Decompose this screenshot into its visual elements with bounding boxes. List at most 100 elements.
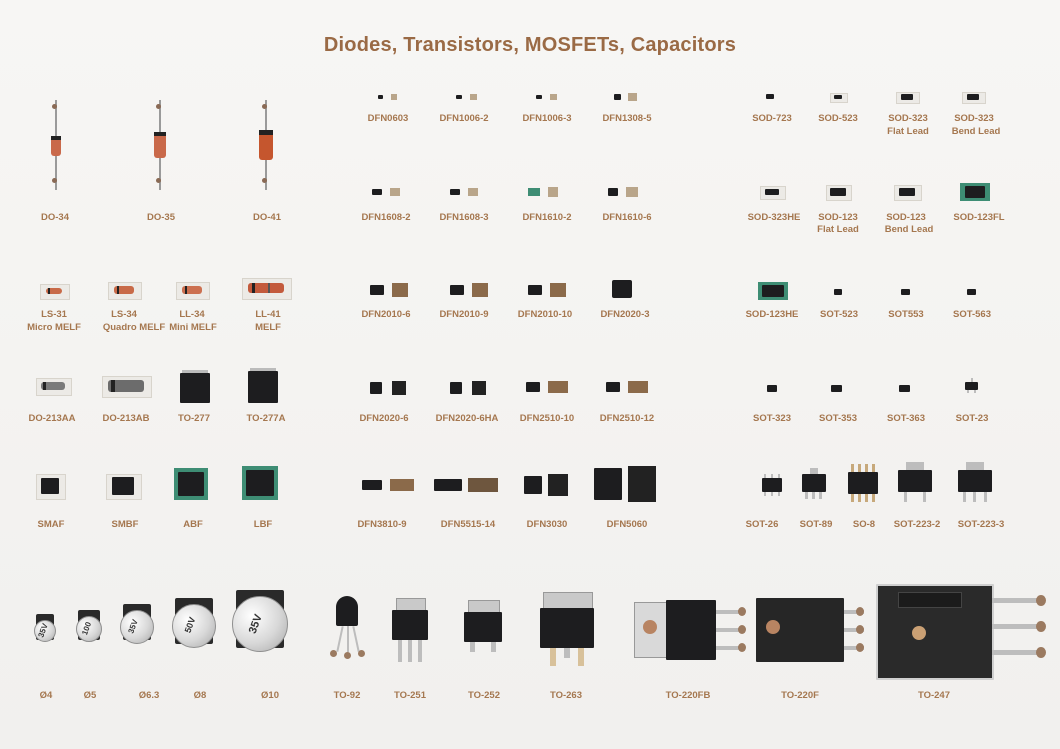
abf-package	[174, 468, 208, 500]
dfn1006-3-chip	[536, 93, 558, 101]
label-sot563: SOT-563	[952, 309, 992, 320]
label-to277: TO-277	[177, 413, 211, 424]
sot26-transistor	[760, 474, 784, 496]
label-d63: Ø6.3	[138, 690, 160, 701]
label-do41: DO-41	[253, 212, 281, 223]
label-ll34: LL-34	[179, 309, 205, 320]
dfn2020-6-chip	[370, 380, 408, 396]
label-d8: Ø8	[193, 690, 207, 701]
dfn1006-2-chip	[456, 93, 478, 101]
label-dfn5515-14: DFN5515-14	[440, 519, 496, 530]
label-sod123-flat-sub: Flat Lead	[817, 224, 859, 235]
label-sod123-bend: SOD-123	[886, 212, 926, 223]
label-sot553: SOT553	[888, 309, 924, 320]
label-sod323-flat: SOD-323	[888, 113, 928, 124]
dfn0603-chip	[378, 93, 398, 101]
dfn1610-2-chip	[528, 186, 560, 198]
label-do213aa: DO-213AA	[28, 413, 76, 424]
sot223-2-transistor	[898, 462, 932, 502]
sot353-transistor	[830, 382, 844, 394]
to247-transistor	[876, 584, 1058, 680]
label-dfn2020-6ha: DFN2020-6HA	[435, 413, 499, 424]
dfn2020-3-chip	[612, 280, 634, 300]
label-dfn1610-2: DFN1610-2	[522, 212, 572, 223]
sod723-diode	[766, 94, 776, 100]
label-lbf: LBF	[253, 519, 273, 530]
label-to220f: TO-220F	[781, 690, 819, 701]
label-dfn2510-12: DFN2510-12	[599, 413, 655, 424]
label-to263: TO-263	[549, 690, 583, 701]
dfn3810-9-chip	[362, 478, 416, 492]
label-sot23: SOT-23	[955, 413, 989, 424]
so8-package	[848, 464, 878, 502]
do41-diode	[256, 100, 276, 190]
label-dfn2010-10: DFN2010-10	[517, 309, 573, 320]
dfn1610-6-chip	[608, 186, 640, 198]
capacitor-8mm: 50V	[172, 598, 216, 648]
label-sod323-bend-sub: Bend Lead	[951, 126, 1001, 137]
label-ll41-sub: MELF	[255, 322, 281, 333]
label-abf: ABF	[183, 519, 203, 530]
sod323-bend-lead-diode	[962, 92, 986, 104]
label-sod123-flat: SOD-123	[818, 212, 858, 223]
to251-transistor	[392, 598, 428, 662]
sot553-transistor	[900, 287, 912, 297]
to220fb-transistor	[634, 600, 746, 660]
label-sot223-2: SOT-223-2	[893, 519, 941, 530]
label-d5: Ø5	[83, 690, 97, 701]
dfn5515-14-chip	[434, 477, 500, 493]
label-dfn0603: DFN0603	[367, 113, 409, 124]
do213aa-diode	[36, 378, 72, 396]
label-sot323: SOT-323	[752, 413, 792, 424]
capacitor-6-3mm: 35V	[120, 604, 154, 644]
sod123-bend-lead-diode	[894, 185, 922, 201]
label-sod123he: SOD-123HE	[745, 309, 799, 320]
label-do213ab: DO-213AB	[102, 413, 150, 424]
label-dfn1610-6: DFN1610-6	[602, 212, 652, 223]
label-dfn1308-5: DFN1308-5	[602, 113, 652, 124]
do35-diode	[150, 100, 170, 190]
label-ls34: LS-34	[111, 309, 137, 320]
smaf-package	[36, 474, 66, 500]
label-ls31: LS-31	[41, 309, 67, 320]
label-sot523: SOT-523	[819, 309, 859, 320]
label-sot353: SOT-353	[818, 413, 858, 424]
label-to252: TO-252	[467, 690, 501, 701]
label-do34: DO-34	[41, 212, 69, 223]
sod323he-diode	[760, 186, 786, 200]
sot323-transistor	[766, 382, 778, 394]
label-so8: SO-8	[852, 519, 876, 530]
label-ls31-sub: Micro MELF	[27, 322, 81, 333]
to263-transistor	[540, 592, 594, 668]
label-sod123fl: SOD-123FL	[953, 212, 1005, 223]
dfn1608-3-chip	[450, 187, 480, 197]
label-dfn2020-6: DFN2020-6	[359, 413, 409, 424]
to277-package	[180, 370, 210, 404]
label-sot223-3: SOT-223-3	[957, 519, 1005, 530]
label-sod123-bend-sub: Bend Lead	[884, 224, 934, 235]
do34-diode	[46, 100, 66, 190]
label-to92: TO-92	[333, 690, 361, 701]
sod523-diode	[830, 93, 848, 103]
sot523-transistor	[833, 287, 843, 297]
label-d10: Ø10	[261, 690, 279, 701]
dfn2020-6ha-chip	[450, 380, 488, 396]
label-dfn1608-3: DFN1608-3	[439, 212, 489, 223]
dfn1608-2-chip	[372, 187, 402, 197]
ls31-melf	[40, 284, 70, 300]
label-sod723: SOD-723	[752, 113, 792, 124]
to92-transistor	[330, 596, 366, 660]
label-to277a: TO-277A	[246, 413, 286, 424]
label-dfn1006-2: DFN1006-2	[439, 113, 489, 124]
label-ll34-sub: Mini MELF	[169, 322, 217, 333]
dfn2510-10-chip	[526, 380, 570, 394]
sot89-transistor	[802, 468, 826, 500]
label-sod323-bend: SOD-323	[954, 113, 994, 124]
sot363-transistor	[898, 382, 912, 394]
sot223-3-transistor	[958, 462, 992, 502]
sod123-flat-lead-diode	[826, 185, 852, 201]
label-d4: Ø4	[39, 690, 53, 701]
dfn3030-chip	[524, 474, 570, 496]
dfn5060-chip	[594, 466, 658, 502]
